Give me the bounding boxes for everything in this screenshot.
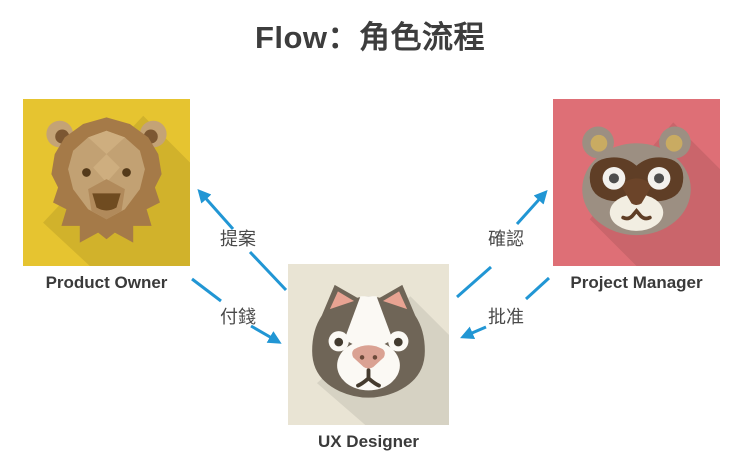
- arrow-pay-tail-segment: [191, 277, 222, 303]
- node-project-manager: Project Manager: [553, 99, 720, 293]
- arrow-label-approve: 批准: [488, 307, 524, 327]
- node-ux-designer: UX Designer: [288, 264, 449, 452]
- node-label-ux-designer: UX Designer: [317, 432, 420, 451]
- lion-avatar-icon: [23, 99, 190, 266]
- page-title: Flow：角色流程: [254, 20, 486, 55]
- node-label-product-owner: Product Owner: [45, 273, 168, 292]
- node-label-project-manager: Project Manager: [570, 273, 703, 292]
- arrow-confirm-head-segment: [515, 189, 548, 226]
- tanuki-avatar-icon: [553, 99, 720, 266]
- arrow-proposal-head-segment: [197, 188, 235, 230]
- arrow-label-confirm: 確認: [488, 229, 524, 249]
- node-product-owner: Product Owner: [23, 99, 190, 293]
- arrow-label-pay: 付錢: [220, 307, 256, 327]
- arrow-label-proposal: 提案: [220, 229, 256, 249]
- arrow-confirm-tail-segment: [456, 265, 492, 299]
- cat-avatar-icon: [288, 264, 449, 425]
- arrow-proposal-tail-segment: [248, 250, 288, 292]
- arrow-approve-tail-segment: [524, 276, 551, 301]
